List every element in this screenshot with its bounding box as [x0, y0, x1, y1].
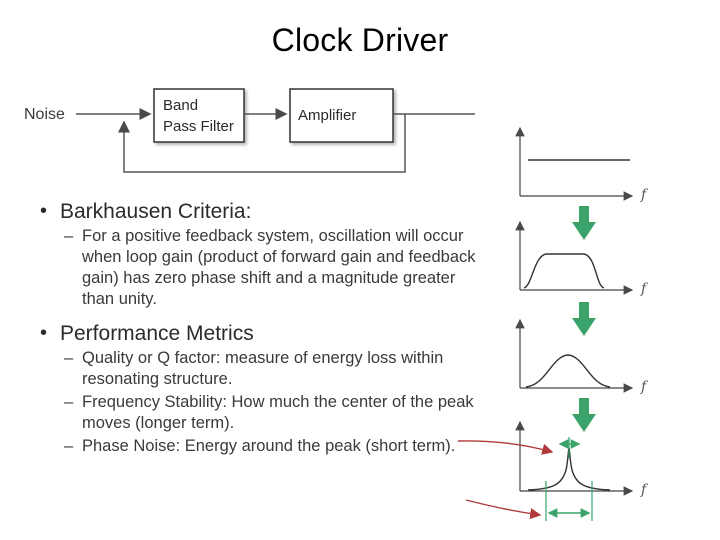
- axis-label-f: f: [640, 187, 649, 203]
- filter-label-line2: Pass Filter: [163, 118, 234, 135]
- phase-noise-pointer: [465, 499, 542, 520]
- axis-label-f: f: [640, 482, 649, 498]
- amplifier-label: Amplifier: [298, 107, 356, 124]
- page-title: Clock Driver: [271, 22, 449, 58]
- axis-label-f: f: [640, 281, 649, 297]
- bullet-heading: Barkhausen Criteria:: [60, 200, 252, 223]
- amplifier-block: [289, 88, 394, 143]
- bullet-barkhausen: •Barkhausen Criteria:: [40, 200, 252, 223]
- bullet-performance-metrics: •Performance Metrics: [40, 322, 254, 345]
- band-pass-filter-block: [153, 88, 245, 143]
- sub-item-text: Quality or Q factor: measure of energy l…: [82, 349, 444, 388]
- bullet-heading: Performance Metrics: [60, 322, 254, 345]
- spectrum-plot-bandpass: f: [515, 220, 649, 297]
- sub-item: –Phase Noise: Energy around the peak (sh…: [64, 437, 456, 455]
- green-down-arrow: [572, 302, 596, 336]
- bullet-list: •Barkhausen Criteria: –For a positive fe…: [40, 200, 480, 457]
- sub-item: –Quality or Q factor: measure of energy …: [64, 349, 444, 388]
- axis-label-f: f: [640, 379, 649, 395]
- spectrum-plot-peak: f: [515, 318, 649, 395]
- green-down-arrow: [572, 398, 596, 432]
- sub-item-text: For a positive feedback system, oscillat…: [82, 227, 476, 308]
- feedback-loop: [118, 114, 406, 173]
- filter-label-line1: Band: [163, 97, 198, 114]
- noise-label: Noise: [24, 106, 65, 123]
- spectrum-plot-flat: f: [515, 126, 649, 203]
- green-down-arrow: [572, 206, 596, 240]
- sub-item-text: Frequency Stability: How much the center…: [82, 393, 474, 432]
- sub-item-text: Phase Noise: Energy around the peak (sho…: [82, 437, 456, 455]
- sub-item: –For a positive feedback system, oscilla…: [64, 227, 476, 308]
- spectrum-plot-sharp-peak: f: [515, 420, 649, 521]
- sub-item: –Frequency Stability: How much the cente…: [64, 393, 474, 432]
- frequency-stability-pointer: [457, 440, 554, 455]
